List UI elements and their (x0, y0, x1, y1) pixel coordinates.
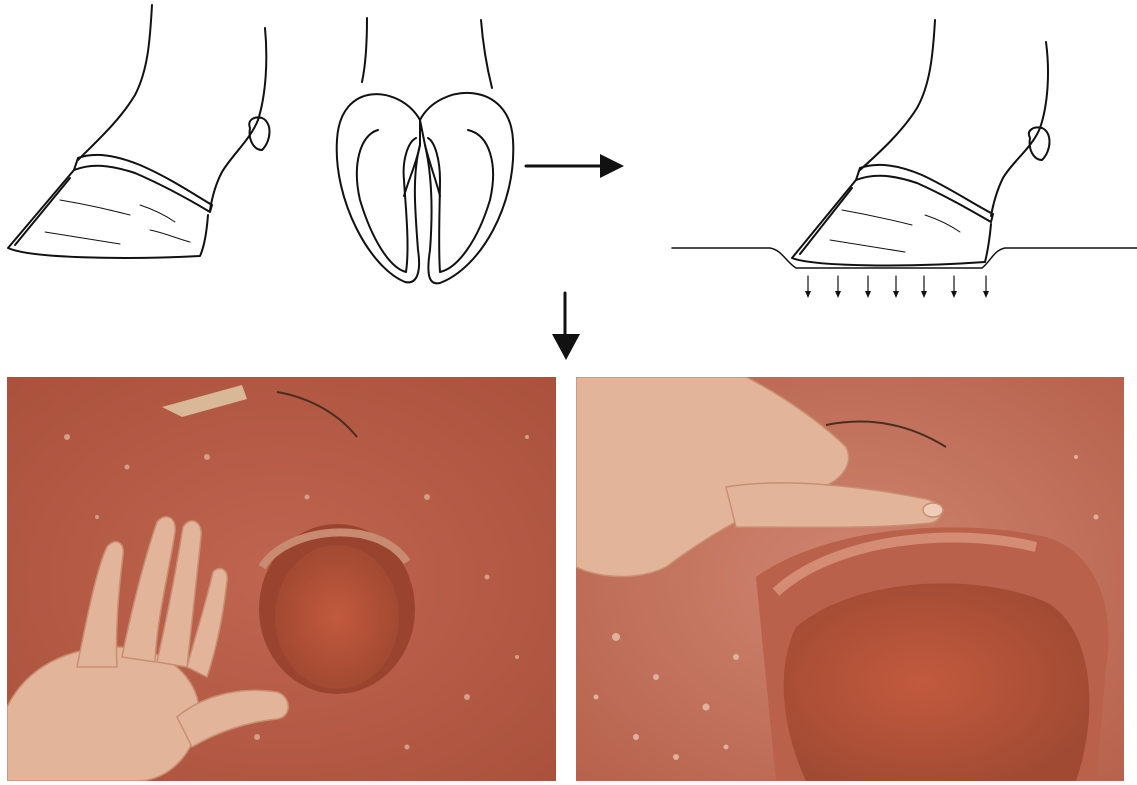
hoofprint-floor (784, 583, 1090, 781)
hoof-texture-3 (140, 205, 175, 222)
photo-hand-beside-hoofprint (7, 377, 556, 781)
leg-left-contour (362, 18, 367, 82)
hoof-texture-7 (925, 215, 960, 232)
hoof-texture-1 (60, 200, 130, 215)
pressure-arrow (893, 276, 899, 298)
pressure-arrow (835, 276, 841, 298)
hoof-sinking-into-ground-drawing (672, 20, 1137, 298)
pressure-arrow (951, 276, 957, 298)
pressure-arrow (921, 276, 927, 298)
hoof-wall-inner-2 (800, 188, 852, 254)
left-claw-sole (357, 130, 416, 272)
pressure-arrow (865, 276, 871, 298)
hoof-texture-6 (830, 240, 905, 252)
hoof-side-view-drawing (8, 5, 270, 258)
leg-right-contour (481, 20, 492, 88)
hoofprint-floor (275, 545, 399, 689)
right-claw-sole (428, 130, 493, 272)
leg-front-contour (78, 5, 152, 160)
hoof-texture-4 (150, 230, 190, 242)
photo-finger-on-hoofprint-rim (576, 377, 1124, 781)
pressure-arrow (983, 276, 989, 298)
leg-back-contour (210, 28, 266, 210)
coronary-band-2 (856, 165, 993, 222)
arrow-down-head (550, 334, 582, 362)
line-drawings (0, 0, 1137, 340)
leg-front-contour-2 (860, 20, 935, 170)
pressure-arrow (805, 276, 811, 298)
dewclaw (249, 117, 269, 150)
arrow-right (526, 154, 624, 178)
hoof-texture-2 (45, 232, 120, 244)
interdigital-cleft-2 (425, 145, 440, 196)
fingernail (923, 503, 943, 517)
hoof-texture-5 (842, 210, 912, 225)
hoof-sole-view-drawing (337, 18, 514, 283)
pressure-arrows (805, 276, 989, 298)
coronary-band (74, 155, 212, 212)
hoof-wall (8, 170, 208, 258)
leg-back-contour-2 (991, 42, 1048, 216)
hoof-wall-2 (792, 180, 991, 265)
right-claw-outline (420, 93, 513, 283)
